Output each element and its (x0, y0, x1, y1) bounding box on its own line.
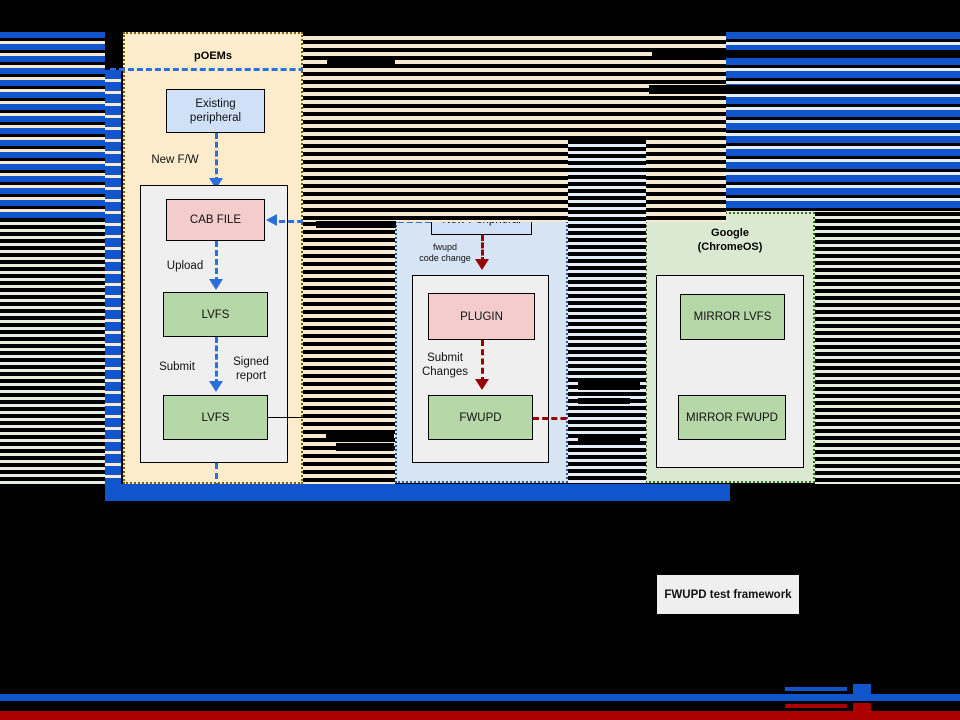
group-google-title: Google (ChromeOS) (697, 227, 763, 253)
artifact-bottom-red-square (853, 703, 871, 718)
artifact-black-block-f (578, 398, 630, 404)
edge-label-signed-report: Signed report (233, 356, 269, 382)
artifact-bottom-red-tick (785, 704, 847, 708)
edge-label-new-fw: New F/W (151, 154, 199, 166)
node-mirror-fwupd[interactable]: MIRROR FWUPD (678, 395, 786, 440)
artifact-bottom-red-bar (0, 711, 960, 720)
edge-submit-signed-arrowhead (209, 381, 223, 392)
node-cab-file[interactable]: CAB FILE (166, 199, 265, 241)
artifact-bottom-black-field (0, 501, 960, 720)
edge-new-fw (215, 133, 218, 183)
artifact-bottom-blue-square (853, 684, 871, 700)
node-new-peripheral[interactable]: New Peripheral (431, 205, 532, 235)
edge-new-fw-arrowhead (209, 178, 223, 189)
caption-fwupd-test-framework: FWUPD test framework (657, 575, 799, 614)
artifact-black-block-i (336, 443, 394, 451)
artifact-black-block-e (578, 382, 640, 390)
node-fwupd[interactable]: FWUPD (428, 395, 533, 440)
edge-label-submit-changes: Submit Changes (421, 352, 469, 378)
edge-upload-arrowhead (209, 279, 223, 290)
feedback-line-top (110, 68, 960, 71)
edge-fwupd-code-change-arrowhead (475, 259, 489, 270)
node-existing-peripheral[interactable]: Existing peripheral (166, 89, 265, 133)
artifact-blue-bar-lower (105, 492, 730, 501)
edge-label-upload: Upload (166, 260, 204, 272)
artifact-bottom-blue-bar (0, 694, 960, 701)
edge-fwupd-to-mirror (533, 417, 658, 420)
artifact-black-block-g (578, 437, 640, 445)
edge-submit-changes-arrowhead (475, 379, 489, 390)
group-plugin-developers-title: Plugin Developers/ Chipset Vendors (431, 151, 532, 177)
node-plugin[interactable]: PLUGIN (428, 293, 535, 340)
edge-upload (215, 241, 218, 283)
edge-fwupd-code-change (481, 235, 484, 263)
artifact-bottom-blue-tick (785, 687, 847, 691)
edge-poems-outflow (215, 463, 218, 499)
node-mirror-lvfs[interactable]: MIRROR LVFS (680, 294, 785, 340)
artifact-blue-bar-upper (105, 484, 730, 492)
node-lvfs-upload[interactable]: LVFS (163, 292, 268, 337)
artifact-black-block-d (316, 221, 396, 228)
artifact-black-block-c (327, 60, 395, 66)
edge-label-submit: Submit (159, 361, 195, 373)
node-lvfs-submit[interactable]: LVFS (163, 395, 268, 440)
edge-new-peripheral-to-cab-arrowhead (266, 214, 277, 226)
edge-submit-signed (215, 337, 218, 385)
artifact-black-block-b (649, 85, 960, 94)
artifact-black-block-h (326, 430, 394, 438)
artifact-black-block-a (652, 50, 960, 58)
edge-submit-changes (481, 340, 484, 383)
edge-label-fwupd-code-change: fwupd code change (419, 242, 471, 263)
artifact-top-black-band (0, 0, 960, 32)
group-poems-title: pOEMs (194, 50, 232, 62)
